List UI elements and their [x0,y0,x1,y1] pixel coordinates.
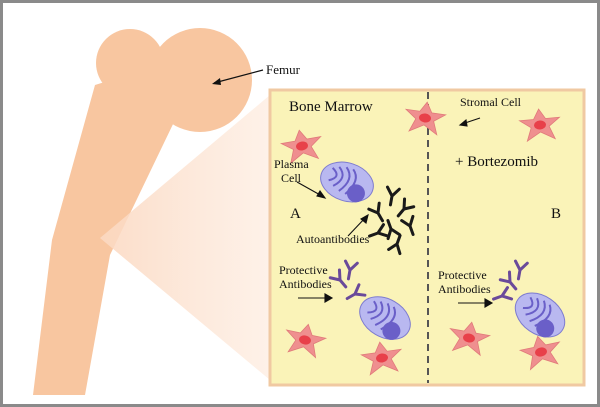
femur-label: Femur [266,62,301,77]
label-arrows [296,117,494,308]
femur-arrowhead [212,78,221,85]
femur-bone [33,28,252,395]
plasma-cell-label-line2: Cell [281,171,302,185]
panel-b-label: B [551,206,561,222]
protective-antibodies-b-label-line2: Antibodies [438,282,491,296]
zoom-wedge [100,95,270,380]
protective-antibodies-a-label-line1: Protective [279,263,328,277]
protective-antibodies-b-label-line1: Protective [438,268,487,282]
femur-arrow [213,69,264,84]
bortezomib-label: + Bortezomib [455,154,538,170]
stromal-cell-label: Stromal Cell [460,95,522,109]
bone-marrow-label: Bone Marrow [289,99,373,115]
protective-antibodies-a-label-line2: Antibodies [279,277,332,291]
plasma-cell-label-line1: Plasma [274,157,309,171]
panel-a-label: A [290,206,301,222]
autoantibodies-label: Autoantibodies [296,232,370,246]
